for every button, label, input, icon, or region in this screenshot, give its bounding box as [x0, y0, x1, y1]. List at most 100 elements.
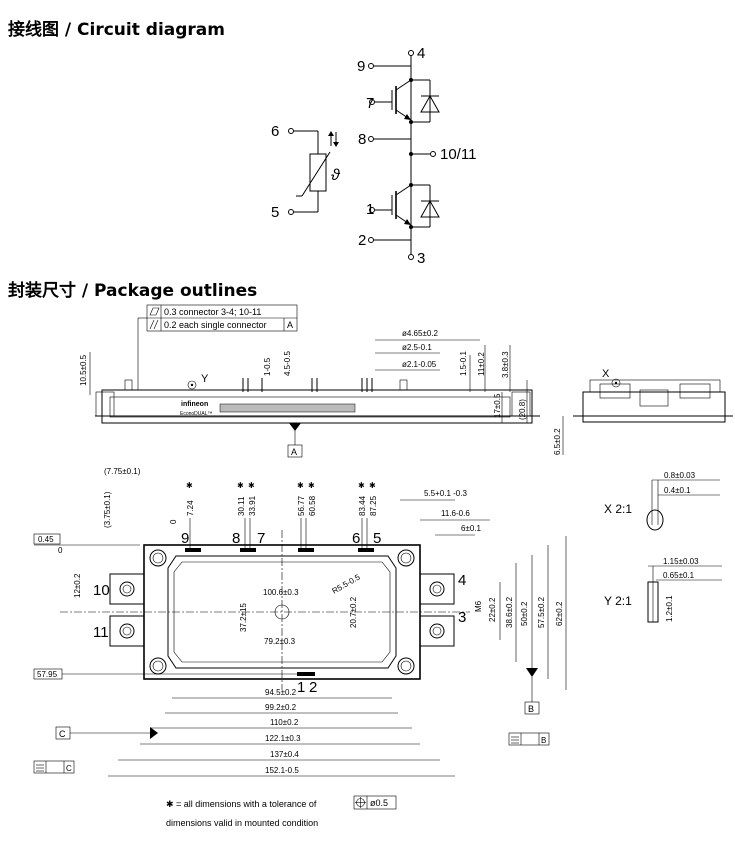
lower-igbt — [368, 183, 440, 243]
detail-x: X 2:1 0.8±0.03 0.4±0.1 — [604, 471, 720, 531]
datum-a-ref: A — [287, 320, 293, 330]
dim-m6: M6 — [474, 600, 483, 612]
star-marker-724: ✱ — [186, 481, 193, 490]
dim-100-6: 100.6±0.3 — [263, 588, 299, 597]
dim-4-5: 4.5-0.5 — [283, 351, 292, 376]
dim-30-11: 30.11 — [237, 496, 246, 516]
dim-1-0-5: 1-0.5 — [263, 357, 272, 376]
origin-zero-top: 0 — [169, 519, 178, 524]
dim-62: 62±0.2 — [555, 601, 564, 626]
top-pin-4: 4 — [458, 572, 466, 589]
top-pin-9: 9 — [181, 530, 189, 547]
flatness-c-ref: C — [66, 764, 72, 773]
dim-57-5: 57.5±0.2 — [537, 596, 546, 628]
top-view: ✱ 7.24 ✱ ✱ 30.11 33.91 ✱ ✱ 56.77 60.58 ✱… — [33, 467, 567, 777]
end-view: X 6.5±0.2 — [553, 368, 733, 455]
top-pin-10: 10 — [93, 582, 110, 599]
dim-dia-4-65: ø4.65±0.2 — [402, 329, 439, 338]
tolerance-frame: 0.3 connector 3-4; 10-11 0.2 each single… — [137, 304, 298, 390]
dim-110: 110±0.2 — [270, 718, 299, 727]
dim-37-2: 37.2±15 — [239, 603, 248, 632]
detail-y-0-65: 0.65±0.1 — [663, 571, 695, 580]
pin-label-9: 9 — [357, 58, 365, 75]
pin-label-5: 5 — [271, 204, 279, 221]
top-pin-7: 7 — [257, 530, 265, 547]
footer-tolerance-value: ø0.5 — [370, 798, 388, 808]
origin-zero-left: 0 — [58, 546, 63, 555]
dim-dia-2-1: ø2.1-0.05 — [402, 360, 437, 369]
star-marker-3391: ✱ — [248, 481, 255, 490]
dim-99-2: 99.2±0.2 — [265, 703, 297, 712]
dim-7-75: (7.75±0.1) — [104, 467, 141, 476]
pin-label-10-11: 10/11 — [440, 146, 476, 163]
circuit-diagram: ϑ 4 9 7 8 10/11 6 5 1 2 3 — [271, 45, 476, 267]
dim-dia-2-5: ø2.5-0.1 — [402, 343, 432, 352]
dim-20-8: (20.8) — [518, 399, 527, 420]
pin-label-3: 3 — [417, 250, 425, 267]
top-pin-3: 3 — [458, 609, 466, 626]
pin-label-7: 7 — [366, 95, 374, 112]
detail-y-1-2: 1.2±0.1 — [665, 595, 674, 622]
flatness-connector-text: 0.3 connector 3-4; 10-11 — [164, 307, 261, 317]
dim-12: 12±0.2 — [73, 573, 82, 598]
dim-152-1: 152.1-0.5 — [265, 766, 299, 775]
star-marker-5677: ✱ — [297, 481, 304, 490]
dim-10-5: 10.5±0.5 — [79, 354, 88, 386]
upper-igbt — [368, 63, 440, 142]
flatness-c-frame: C — [33, 760, 75, 774]
dim-83-44: 83.44 — [358, 495, 367, 516]
dim-11: 11±0.2 — [477, 352, 486, 376]
dim-1-5: 1.5-0.1 — [459, 351, 468, 376]
side-view: infineon EconoDUAL™ Y A 10.5±0.5 1-0.5 4… — [79, 329, 540, 458]
mounting-holes — [149, 549, 415, 675]
dim-3-8: 3.8±0.3 — [501, 351, 510, 378]
dim-3-75: (3.75±0.1) — [103, 491, 112, 528]
parallel-connector-text: 0.2 each single connector — [164, 320, 267, 330]
star-marker-8344: ✱ — [358, 481, 365, 490]
footer-notes: ✱ = all dimensions with a tolerance of ø… — [166, 795, 397, 828]
dim-5-5: 5.5+0.1 -0.3 — [424, 489, 467, 498]
top-pin-5: 5 — [373, 530, 381, 547]
dim-6: 6±0.1 — [461, 524, 482, 533]
infineon-logo-text: infineon — [181, 401, 208, 408]
detail-y-label: Y — [201, 373, 209, 385]
pin-label-4: 4 — [417, 45, 425, 62]
dim-56-77: 56.77 — [297, 495, 306, 516]
dim-0-45: 0.45 — [38, 535, 54, 544]
pin-label-8: 8 — [358, 131, 366, 148]
star-marker-3011: ✱ — [237, 481, 244, 490]
footer-mounted-note: dimensions valid in mounted condition — [166, 818, 318, 828]
datum-a-label: A — [291, 447, 297, 457]
top-pin-6: 6 — [352, 530, 360, 547]
dim-79-2: 79.2±0.3 — [264, 637, 296, 646]
dim-11-6: 11.6-0.6 — [441, 509, 470, 518]
ntc-thermistor: ϑ — [288, 128, 341, 215]
side-view-pins — [242, 378, 373, 392]
dim-94-5: 94.5±0.2 — [265, 688, 297, 697]
dim-137: 137±0.4 — [270, 750, 299, 759]
detail-y-scale: Y 2:1 — [604, 594, 632, 608]
dim-60-58: 60.58 — [308, 495, 317, 516]
terminal-screws — [119, 581, 445, 639]
detail-x-0-8: 0.8±0.03 — [664, 471, 696, 480]
top-pin-11: 11 — [93, 624, 109, 641]
flatness-b-frame: B — [508, 732, 550, 746]
top-pin-1: 1 — [297, 679, 305, 696]
econodual-label: EconoDUAL™ — [180, 411, 213, 417]
dim-38-6: 38.6±0.2 — [505, 596, 514, 628]
datum-c-label: C — [59, 729, 66, 739]
pin-label-6: 6 — [271, 123, 279, 140]
top-pin-2: 2 — [309, 679, 317, 696]
dim-122-1: 122.1±0.3 — [265, 734, 301, 743]
detail-x-scale: X 2:1 — [604, 502, 632, 516]
circuit-diagram-heading: 接线图 / Circuit diagram — [8, 20, 225, 40]
detail-x-0-4: 0.4±0.1 — [664, 486, 691, 495]
dim-20-7: 20.7±0.2 — [349, 596, 358, 628]
footer-tolerance-note: ✱ = all dimensions with a tolerance of — [166, 799, 317, 809]
dim-r5-5: R5.5-0.5 — [331, 572, 363, 595]
dim-87-25: 87.25 — [369, 495, 378, 516]
dim-17: 17±0.5 — [493, 393, 502, 418]
theta-symbol: ϑ — [331, 167, 341, 184]
dim-22: 22±0.2 — [488, 597, 497, 622]
